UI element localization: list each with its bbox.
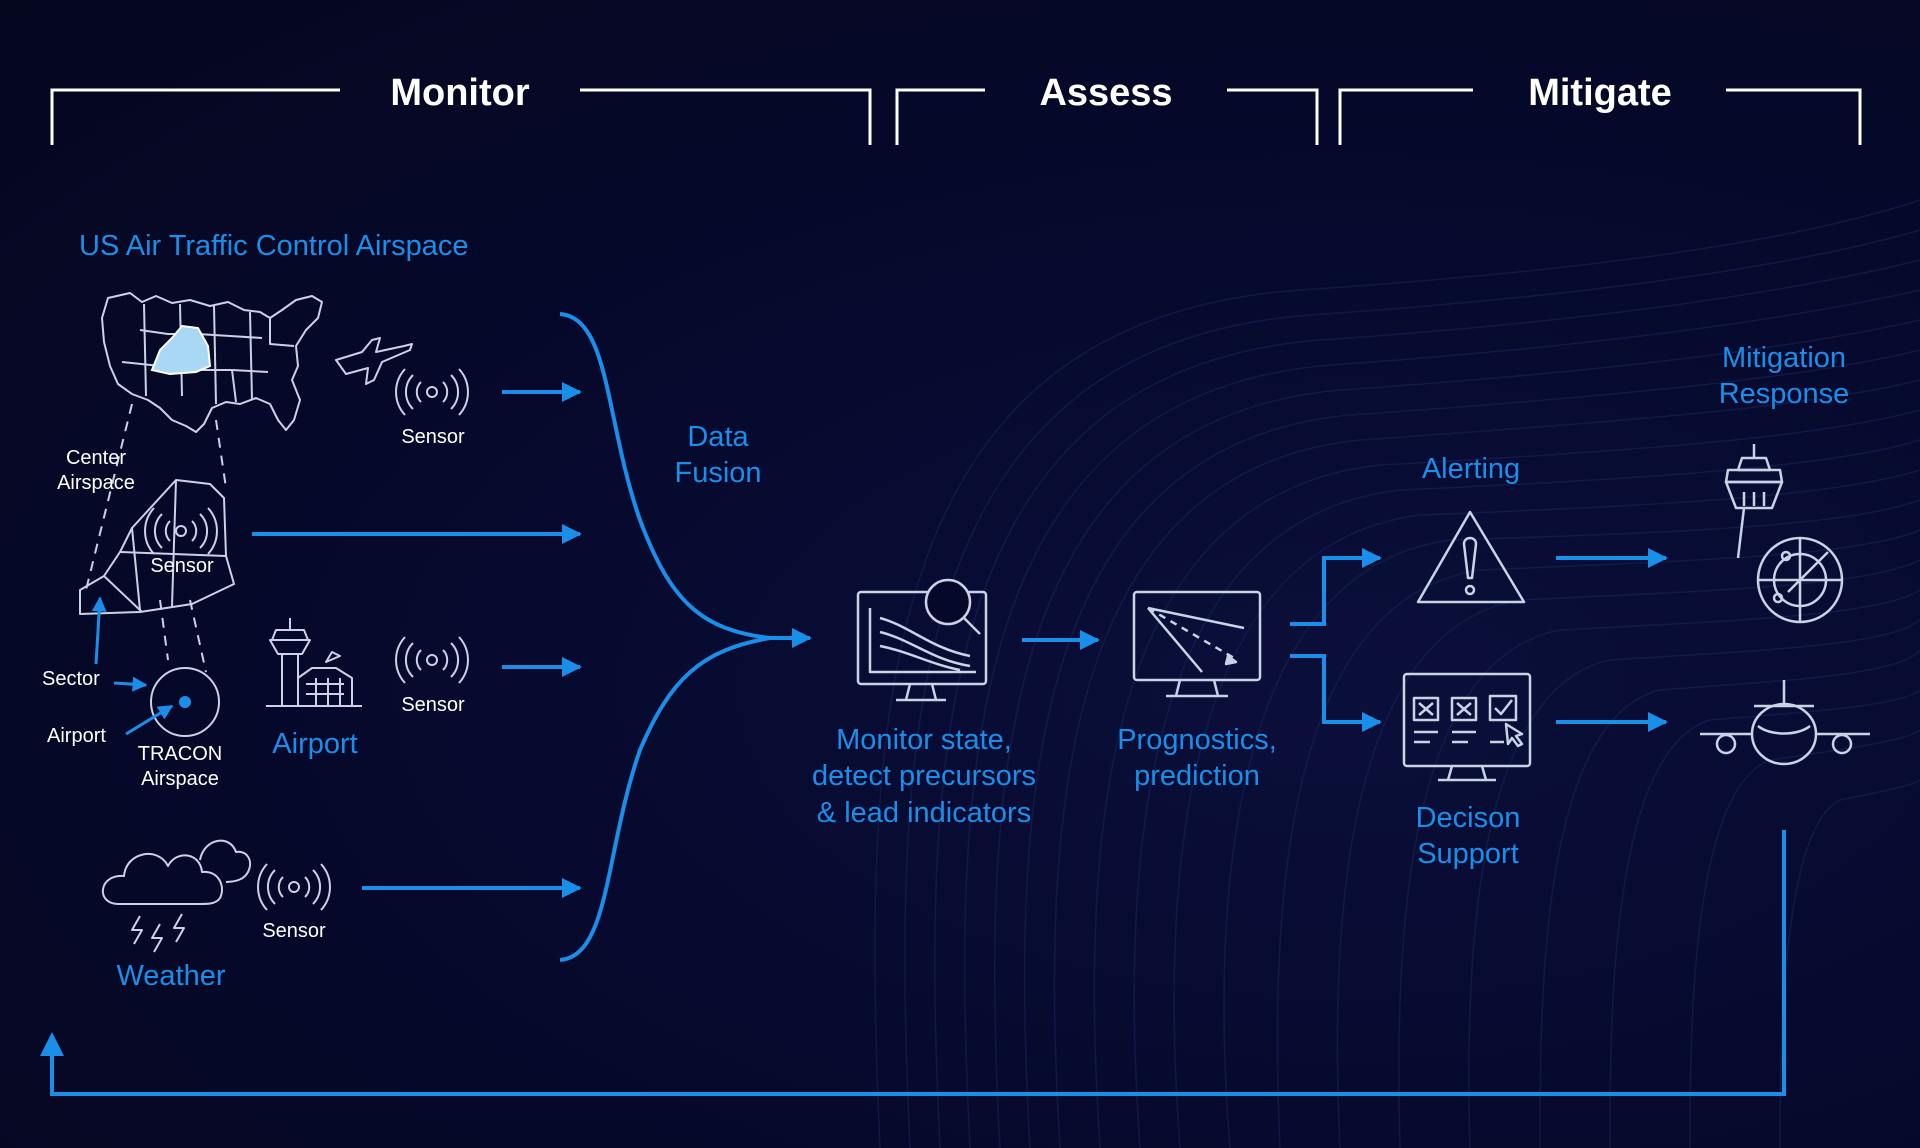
tower-radar-icon — [1724, 444, 1844, 624]
sensor-icon — [395, 368, 469, 416]
center-airspace-label: Center Airspace — [57, 447, 135, 494]
sensor-icon — [395, 636, 469, 684]
mitigation-response-label: Mitigation Response — [1718, 342, 1850, 411]
data-fusion-brace — [559, 312, 771, 962]
phase-brackets — [50, 88, 1862, 145]
monitor-state-label: Monitor state, detect precursors & lead … — [811, 724, 1037, 829]
cloud-lightning-icon — [101, 839, 252, 953]
split-arrows — [1290, 548, 1382, 732]
airplane-front-icon — [1700, 680, 1870, 766]
decision-support-label: Decison Support — [1415, 802, 1521, 871]
prognostics-label: Prognostics, prediction — [1117, 724, 1277, 793]
zoom-dashes — [85, 403, 227, 673]
phase-mitigate-title: Mitigate — [1528, 72, 1672, 114]
mitigate-bracket-left — [1338, 88, 1473, 145]
mitigate-bracket-right — [1726, 88, 1862, 145]
airport-label: Airport — [272, 728, 358, 760]
sensor-label: Sensor — [262, 920, 326, 942]
mitigation-arrows — [1556, 548, 1668, 732]
monitor-search-icon — [856, 578, 988, 702]
assess-bracket-left — [895, 88, 985, 145]
monitor-bracket-right — [580, 88, 872, 145]
feedback-loop-arrow — [40, 830, 1786, 1096]
sensor-label: Sensor — [401, 694, 465, 716]
sensor-label: Sensor — [401, 426, 465, 448]
us-map-icon — [101, 292, 323, 433]
assess-bracket-right — [1227, 88, 1319, 145]
sensor-icon — [144, 507, 218, 555]
data-fusion-label: Data Fusion — [674, 421, 762, 490]
control-tower-icon — [266, 618, 362, 707]
warning-triangle-icon — [1416, 510, 1526, 604]
phase-monitor-title: Monitor — [390, 72, 530, 114]
label-pointers — [91, 596, 174, 736]
tracon-icon — [150, 667, 220, 737]
airport-small-label: Airport — [47, 725, 106, 747]
center-airspace-icon — [79, 479, 235, 615]
alerting-label: Alerting — [1421, 453, 1521, 485]
input-arrows — [252, 382, 582, 898]
sensor-label: Sensor — [150, 555, 214, 577]
monitor-trajectory-icon — [1132, 590, 1262, 698]
sensor-icon — [257, 863, 331, 911]
highlighted-center-state — [150, 324, 212, 376]
decision-monitor-icon — [1402, 672, 1532, 782]
background-contours — [874, 199, 1920, 1148]
monitor-bracket-left — [50, 88, 340, 145]
airspace-title: US Air Traffic Control Airspace — [79, 230, 469, 262]
airplane-icon — [335, 337, 413, 385]
phase-assess-title: Assess — [1039, 72, 1173, 114]
tracon-airspace-label: TRACON Airspace — [137, 743, 223, 790]
weather-label: Weather — [116, 960, 226, 992]
sector-label: Sector — [42, 668, 100, 690]
